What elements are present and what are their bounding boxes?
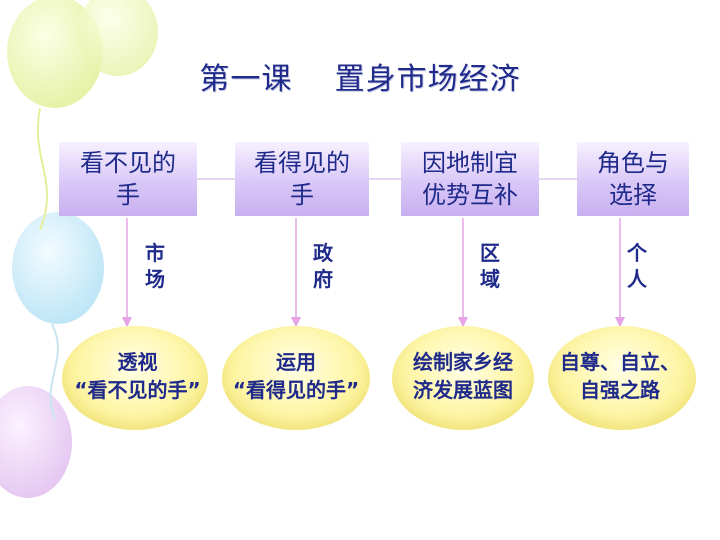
box-connector	[197, 178, 235, 180]
concept-box-regional: 因地制宜 优势互补	[401, 142, 539, 216]
box-connector	[539, 178, 577, 180]
level-label-individual: 个 人	[627, 241, 647, 291]
concept-box-visible-hand: 看得见的 手	[235, 142, 369, 216]
outcome-oval	[62, 326, 208, 430]
concept-box-text: 看不见的 手	[80, 149, 176, 209]
concept-box-text: 因地制宜 优势互补	[422, 149, 518, 209]
balloon-decoration	[0, 0, 158, 498]
connector-lines	[121, 218, 626, 328]
outcome-oval	[548, 326, 696, 430]
concept-box-role: 角色与 选择	[577, 142, 689, 216]
level-label-market: 市 场	[145, 241, 165, 291]
box-connector	[369, 178, 401, 180]
outcome-oval	[392, 326, 534, 430]
outcome-text: 透视 “看不见的手”	[74, 350, 201, 402]
level-label-region: 区 域	[480, 241, 500, 291]
outcome-text: 运用 “看得见的手”	[232, 350, 360, 402]
concept-box-text: 角色与 选择	[597, 149, 669, 209]
outcome-text: 绘制家乡经 济发展蓝图	[413, 350, 513, 402]
outcome-oval	[222, 326, 370, 430]
page-title: 第一课 置身市场经济	[199, 62, 521, 97]
outcome-text: 自尊、自立、 自强之路	[560, 350, 680, 402]
concept-box-invisible-hand: 看不见的 手	[59, 142, 197, 216]
concept-box-text: 看得见的 手	[254, 149, 350, 209]
level-label-government: 政 府	[313, 241, 333, 291]
